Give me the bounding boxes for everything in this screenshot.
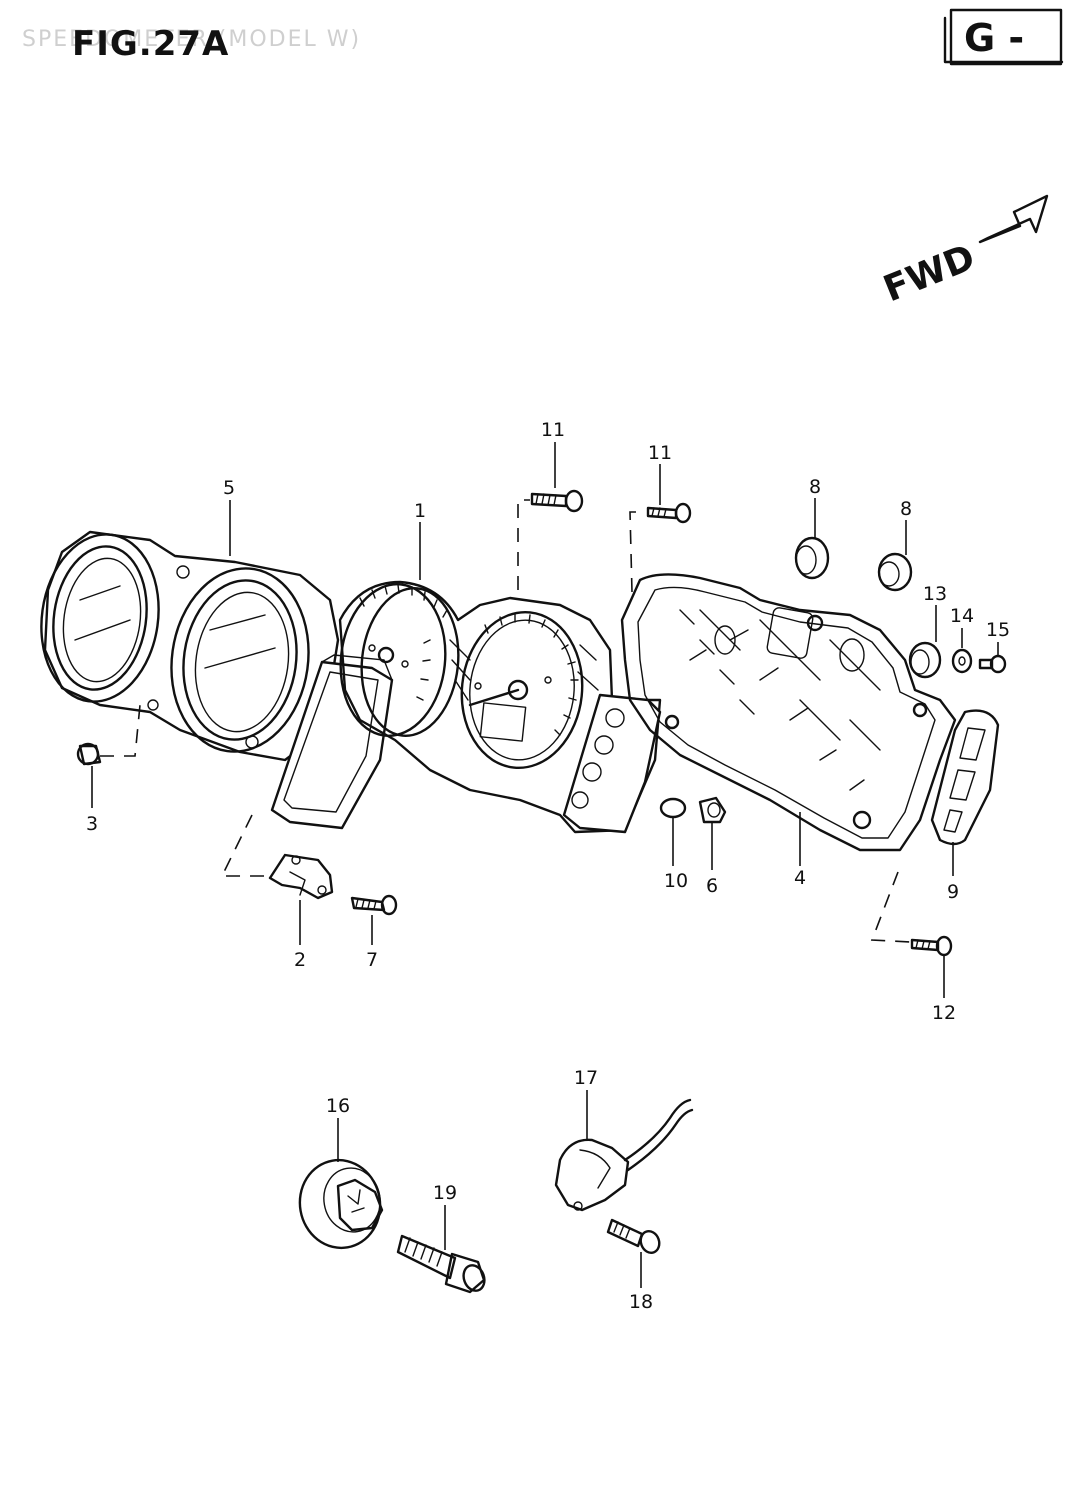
part-11-screw-a	[530, 489, 584, 513]
figure-title: FIG.27A	[72, 24, 229, 64]
part-5-connector-housing	[270, 654, 394, 830]
fwd-label: FWD	[878, 237, 981, 310]
part-12-screw	[910, 935, 953, 957]
callout-9: 9	[947, 881, 959, 903]
part-5-meter-cover	[40, 530, 340, 762]
part-2-bulb-socket	[268, 853, 334, 900]
part-11-screw-b	[646, 502, 692, 524]
part-17-sensor	[554, 1098, 694, 1212]
callout-7: 7	[366, 949, 378, 971]
part-10-bulb	[659, 797, 687, 819]
part-14-washer	[951, 648, 973, 674]
callout-10: 10	[664, 870, 688, 892]
callout-1: 1	[414, 500, 426, 522]
callout-12: 12	[932, 1002, 956, 1024]
callout-16: 16	[326, 1095, 350, 1117]
callout-6: 6	[706, 875, 718, 897]
callout-15: 15	[986, 619, 1010, 641]
part-8-grommet-a	[794, 536, 830, 580]
part-8-grommet-b	[877, 552, 913, 592]
part-1-meter-assembly	[338, 580, 662, 834]
part-9-side-bracket	[930, 709, 1000, 846]
part-6-bulb-socket	[698, 796, 727, 824]
callout-14: 14	[950, 605, 974, 627]
callout-17: 17	[574, 1067, 598, 1089]
part-1-connector-block	[562, 693, 662, 834]
leader-lines	[91, 442, 999, 1288]
forward-direction: FWD	[878, 194, 1049, 310]
watermark-text: SPEEDOMETER (MODEL W)	[22, 27, 361, 52]
part-15-screw	[978, 654, 1007, 674]
section-badge-text: G -	[964, 16, 1024, 60]
callout-5: 5	[223, 477, 235, 499]
part-4-meter-case	[620, 573, 957, 852]
callout-4: 4	[794, 867, 806, 889]
part-16-gear-unit	[298, 1158, 384, 1250]
callout-13: 13	[923, 583, 947, 605]
callout-18: 18	[629, 1291, 653, 1313]
callout-2: 2	[294, 949, 306, 971]
part-7-screw	[350, 894, 398, 916]
callout-11: 11	[648, 442, 672, 464]
callout-3: 3	[86, 813, 98, 835]
forward-arrow-icon	[978, 194, 1049, 244]
callout-8: 8	[900, 498, 912, 520]
section-badge: G -	[943, 8, 1064, 66]
part-13-spacer	[908, 641, 942, 679]
callout-11: 11	[541, 419, 565, 441]
part-19-bolt	[396, 1234, 486, 1294]
part-3-grommet	[76, 742, 102, 766]
callout-19: 19	[433, 1182, 457, 1204]
callout-8: 8	[809, 476, 821, 498]
callouts: 11 11 5 1 8 8 13 14 15 3 2 7 10 6 4 9 12…	[86, 419, 1010, 1313]
part-18-screw	[606, 1218, 661, 1254]
